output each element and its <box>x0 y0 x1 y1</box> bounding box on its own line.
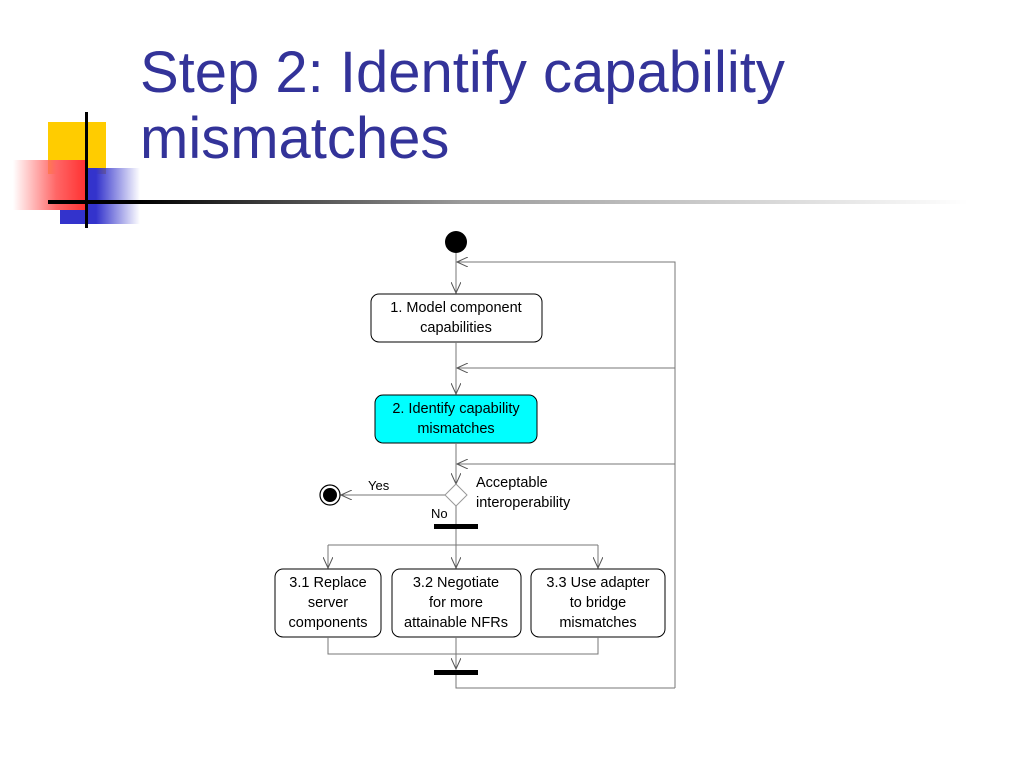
yes-label: Yes <box>368 478 390 493</box>
negotiate-nfrs-line-3: attainable NFRs <box>404 615 508 631</box>
identify-mismatches-line-1: 2. Identify capability <box>392 401 520 417</box>
join-branch-line <box>327 637 599 655</box>
decision-label-line-1: Acceptable <box>476 475 548 491</box>
model-capabilities-line-2: capabilities <box>420 320 492 336</box>
use-adapter-line-1: 3.3 Use adapter <box>546 575 649 591</box>
loop-back-to-model <box>457 262 676 688</box>
initial-node <box>445 231 467 253</box>
slide-title-line-2: mismatches <box>140 106 450 171</box>
replace-components-line-2: server <box>308 595 348 611</box>
action-use-adapter: 3.3 Use adapter to bridge mismatches <box>530 568 666 638</box>
join-bar <box>434 670 478 675</box>
decision-label-line-2: interoperability <box>476 495 571 511</box>
model-capabilities-line-1: 1. Model component <box>390 300 521 316</box>
action-replace-components: 3.1 Replace server components <box>274 568 382 638</box>
replace-components-line-3: components <box>289 615 368 631</box>
slide-title-line-1: Step 2: Identify capability <box>140 40 785 105</box>
negotiate-nfrs-line-1: 3.2 Negotiate <box>413 575 499 591</box>
identify-mismatches-line-2: mismatches <box>417 421 494 437</box>
final-node <box>319 484 341 506</box>
slide-title: Step 2: Identify capability mismatches <box>140 40 1000 172</box>
replace-components-line-1: 3.1 Replace <box>289 575 366 591</box>
action-negotiate-nfrs: 3.2 Negotiate for more attainable NFRs <box>391 568 522 638</box>
no-label: No <box>431 506 448 521</box>
fork-bar <box>434 524 478 529</box>
use-adapter-line-3: mismatches <box>559 615 636 631</box>
action-model-capabilities: 1. Model component capabilities <box>370 293 543 343</box>
title-underline <box>48 200 968 204</box>
decor-vertical-line <box>85 112 88 228</box>
flow-join-to-loop <box>455 672 675 689</box>
negotiate-nfrs-line-2: for more <box>429 595 483 611</box>
use-adapter-line-2: to bridge <box>570 595 626 611</box>
decision-node <box>444 483 468 507</box>
action-identify-mismatches: 2. Identify capability mismatches <box>374 394 538 444</box>
